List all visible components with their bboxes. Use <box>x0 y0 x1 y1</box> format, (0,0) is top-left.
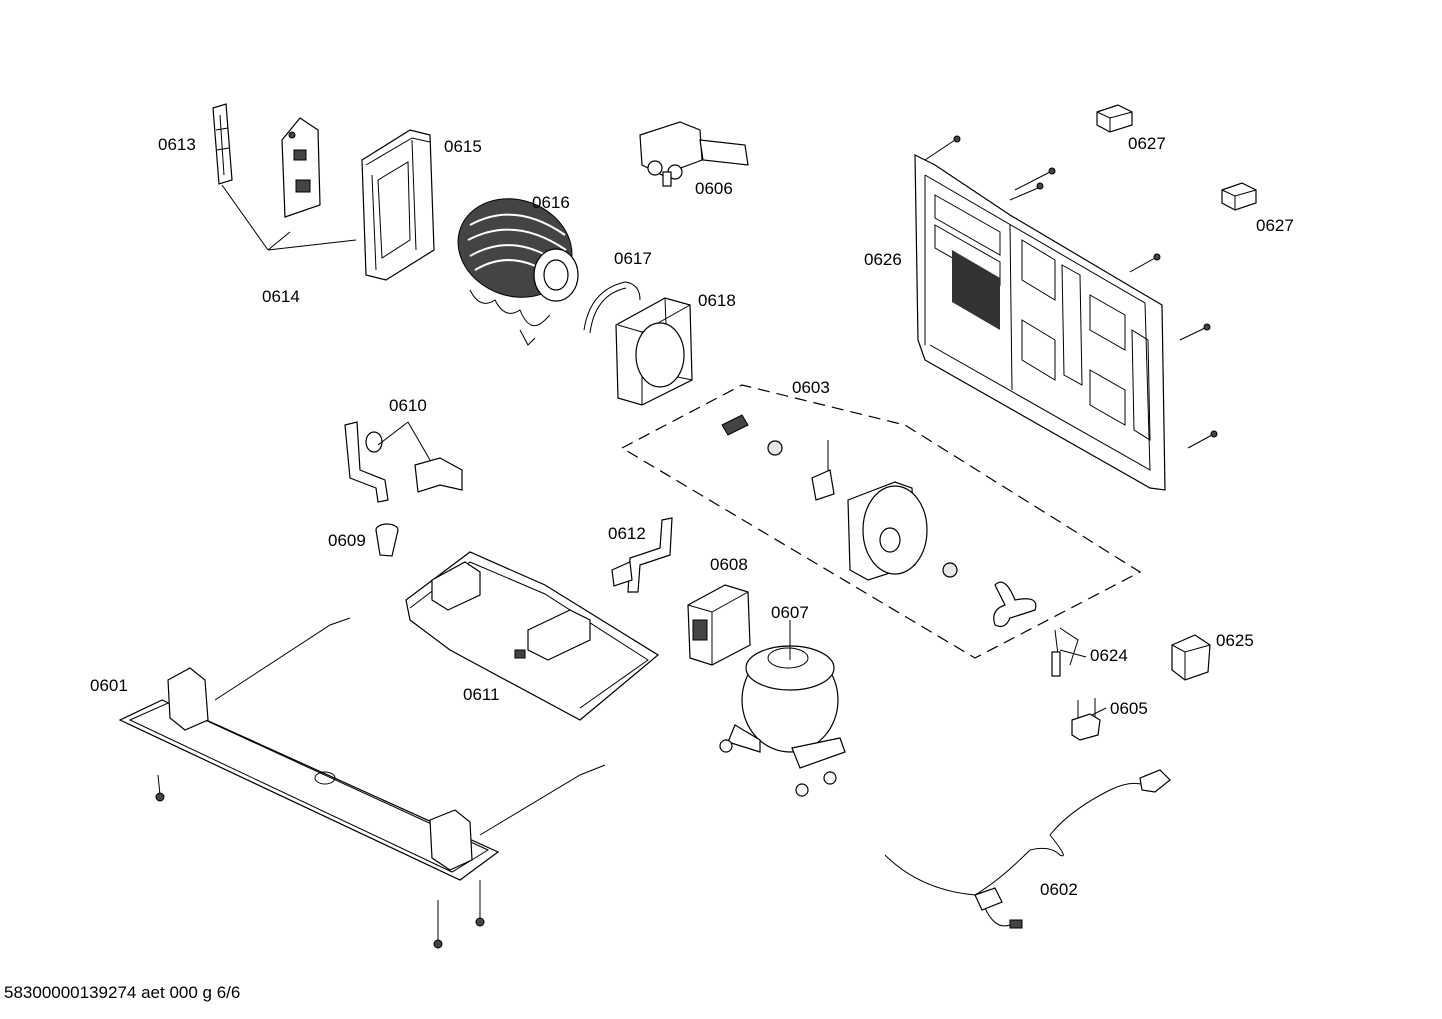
document-footer-code: 58300000139274 aet 000 g 6/6 <box>4 983 240 1002</box>
part-0609-grommet <box>375 523 399 557</box>
part-0614-control-board <box>281 117 321 218</box>
label-0612: 0612 <box>608 524 646 543</box>
part-0608-relay <box>687 584 751 666</box>
label-0616: 0616 <box>532 193 570 212</box>
part-0625-connector <box>1171 634 1211 681</box>
label-0608: 0608 <box>710 555 748 574</box>
part-0611-tray <box>405 551 660 721</box>
label-0602: 0602 <box>1040 880 1078 899</box>
part-0626-back-panel <box>914 154 1166 491</box>
part-0613-bracket <box>212 103 233 185</box>
label-0625: 0625 <box>1216 631 1254 650</box>
label-0610: 0610 <box>389 396 427 415</box>
label-0627-b: 0627 <box>1256 216 1294 235</box>
label-0611: 0611 <box>463 685 500 704</box>
label-0605: 0605 <box>1110 699 1148 718</box>
label-0624: 0624 <box>1090 646 1128 665</box>
part-0605-relay <box>1071 698 1101 741</box>
part-0617-clip <box>583 281 641 334</box>
leader-lines <box>789 620 1107 716</box>
part-0610-drain-pipe <box>344 421 463 503</box>
part-0601-base-frame <box>118 617 606 949</box>
part-0603-fan-assembly <box>620 384 1142 659</box>
part-0616-coil <box>457 198 579 346</box>
label-0626: 0626 <box>864 250 902 269</box>
part-0612-pipe <box>611 517 673 593</box>
part-0627-cap-a <box>1096 104 1133 133</box>
label-0613: 0613 <box>158 135 196 154</box>
label-0614: 0614 <box>262 287 300 306</box>
part-0618-shroud <box>615 297 693 406</box>
part-0607-compressor <box>719 645 846 797</box>
label-0609: 0609 <box>328 531 366 550</box>
part-0624-sensor <box>1051 627 1079 677</box>
part-labels: 0613 0615 0606 0616 0617 0614 0618 0627 … <box>90 134 1294 899</box>
part-0606-water-valve <box>639 121 749 187</box>
label-0615: 0615 <box>444 137 482 156</box>
part-0627-cap-b <box>1221 182 1257 211</box>
label-0617: 0617 <box>614 249 652 268</box>
label-0627-a: 0627 <box>1128 134 1166 153</box>
part-0602-power-cord <box>884 769 1171 929</box>
label-0606: 0606 <box>695 179 733 198</box>
label-0601: 0601 <box>90 676 128 695</box>
screws-0626 <box>924 135 1218 449</box>
label-0607: 0607 <box>771 603 809 622</box>
label-0603: 0603 <box>792 378 830 397</box>
label-0618: 0618 <box>698 291 736 310</box>
part-0615-housing <box>361 129 435 281</box>
leader-0614 <box>221 184 357 251</box>
